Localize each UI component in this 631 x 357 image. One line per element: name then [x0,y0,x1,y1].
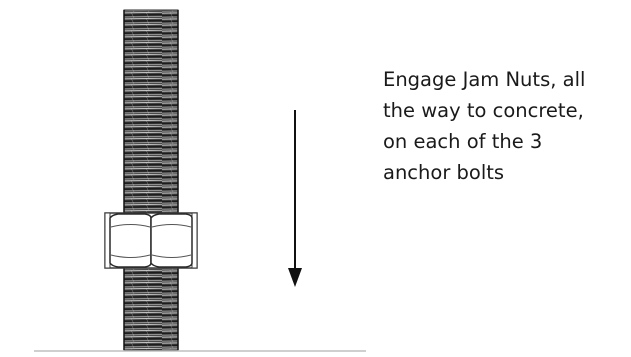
anchor-bolt [123,9,179,351]
instruction-text: Engage Jam Nuts, all the way to concrete… [383,64,623,188]
nut-face-right [150,213,193,268]
instruction-line-2: the way to concrete, [383,99,584,122]
instruction-line-4: anchor bolts [383,161,505,184]
down-arrow-icon [288,110,302,287]
instruction-line-1: Engage Jam Nuts, all [383,68,586,91]
jam-nuts [104,212,198,269]
nut-face-left [109,213,152,268]
instruction-line-3: on each of the 3 [383,130,543,153]
